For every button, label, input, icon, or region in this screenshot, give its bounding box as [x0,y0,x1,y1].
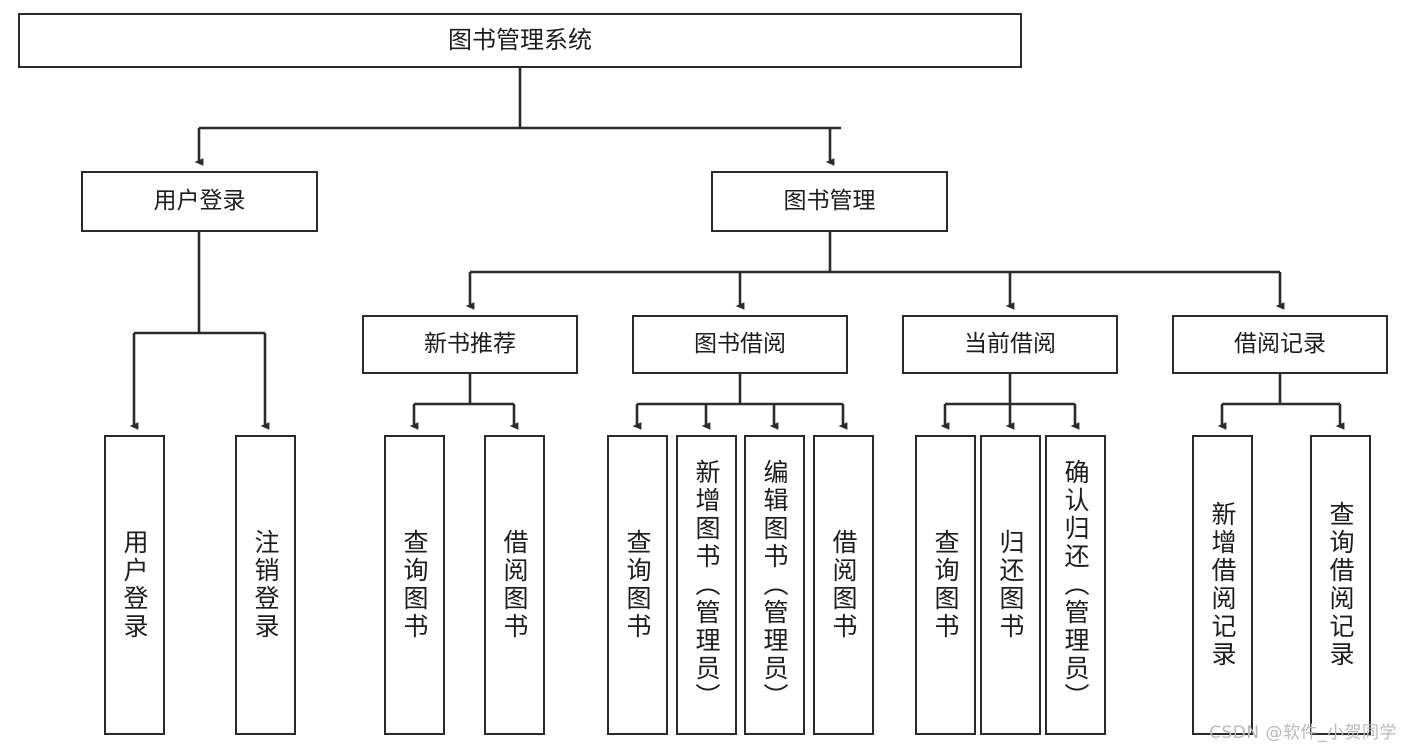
node-label: 注销登录 [251,529,280,641]
leaf-add-borrow-record[interactable]: 新增借阅记录 [1192,435,1253,735]
leaf-edit-book-admin[interactable]: 编辑图书（管理员） [744,435,805,735]
node-borrow-record[interactable]: 借阅记录 [1172,315,1388,374]
leaf-borrow-book-recommend[interactable]: 借阅图书 [484,435,545,735]
node-label: 查询借阅记录 [1326,501,1355,669]
node-label: 新书推荐 [424,330,516,357]
node-label: 借阅记录 [1234,330,1326,357]
leaf-query-book-current[interactable]: 查询图书 [915,435,976,735]
node-label: 查询图书 [400,529,429,641]
node-label: 查询图书 [931,529,960,641]
node-label: 归还图书 [996,529,1025,641]
node-label: 编辑图书（管理员） [760,459,789,711]
node-label: 图书管理 [783,187,876,214]
node-label: 用户登录 [120,529,149,641]
node-label: 新增图书（管理员） [692,459,721,711]
leaf-confirm-return-admin[interactable]: 确认归还（管理员） [1045,435,1106,735]
leaf-query-book-borrow[interactable]: 查询图书 [607,435,668,735]
node-label: 当前借阅 [964,330,1056,357]
leaf-add-book-admin[interactable]: 新增图书（管理员） [676,435,737,735]
leaf-query-borrow-record[interactable]: 查询借阅记录 [1310,435,1371,735]
node-label: 图书借阅 [694,330,786,357]
node-book-manage[interactable]: 图书管理 [711,171,948,232]
node-current-borrow[interactable]: 当前借阅 [902,315,1118,374]
node-user-login[interactable]: 用户登录 [81,171,318,232]
node-root-system[interactable]: 图书管理系统 [18,13,1022,68]
csdn-watermark: CSDN @软件_小贺同学 [1209,723,1397,743]
node-book-borrow[interactable]: 图书借阅 [632,315,848,374]
node-label: 图书管理系统 [448,26,592,55]
node-label: 用户登录 [153,187,246,214]
node-label: 借阅图书 [829,529,858,641]
node-label: 确认归还（管理员） [1061,459,1090,711]
leaf-logout[interactable]: 注销登录 [235,435,296,735]
leaf-user-login[interactable]: 用户登录 [104,435,165,735]
leaf-return-book[interactable]: 归还图书 [980,435,1041,735]
node-new-book-recommend[interactable]: 新书推荐 [362,315,578,374]
node-label: 查询图书 [623,529,652,641]
node-label: 借阅图书 [500,529,529,641]
leaf-borrow-book[interactable]: 借阅图书 [813,435,874,735]
leaf-query-book-recommend[interactable]: 查询图书 [384,435,445,735]
node-label: 新增借阅记录 [1208,501,1237,669]
